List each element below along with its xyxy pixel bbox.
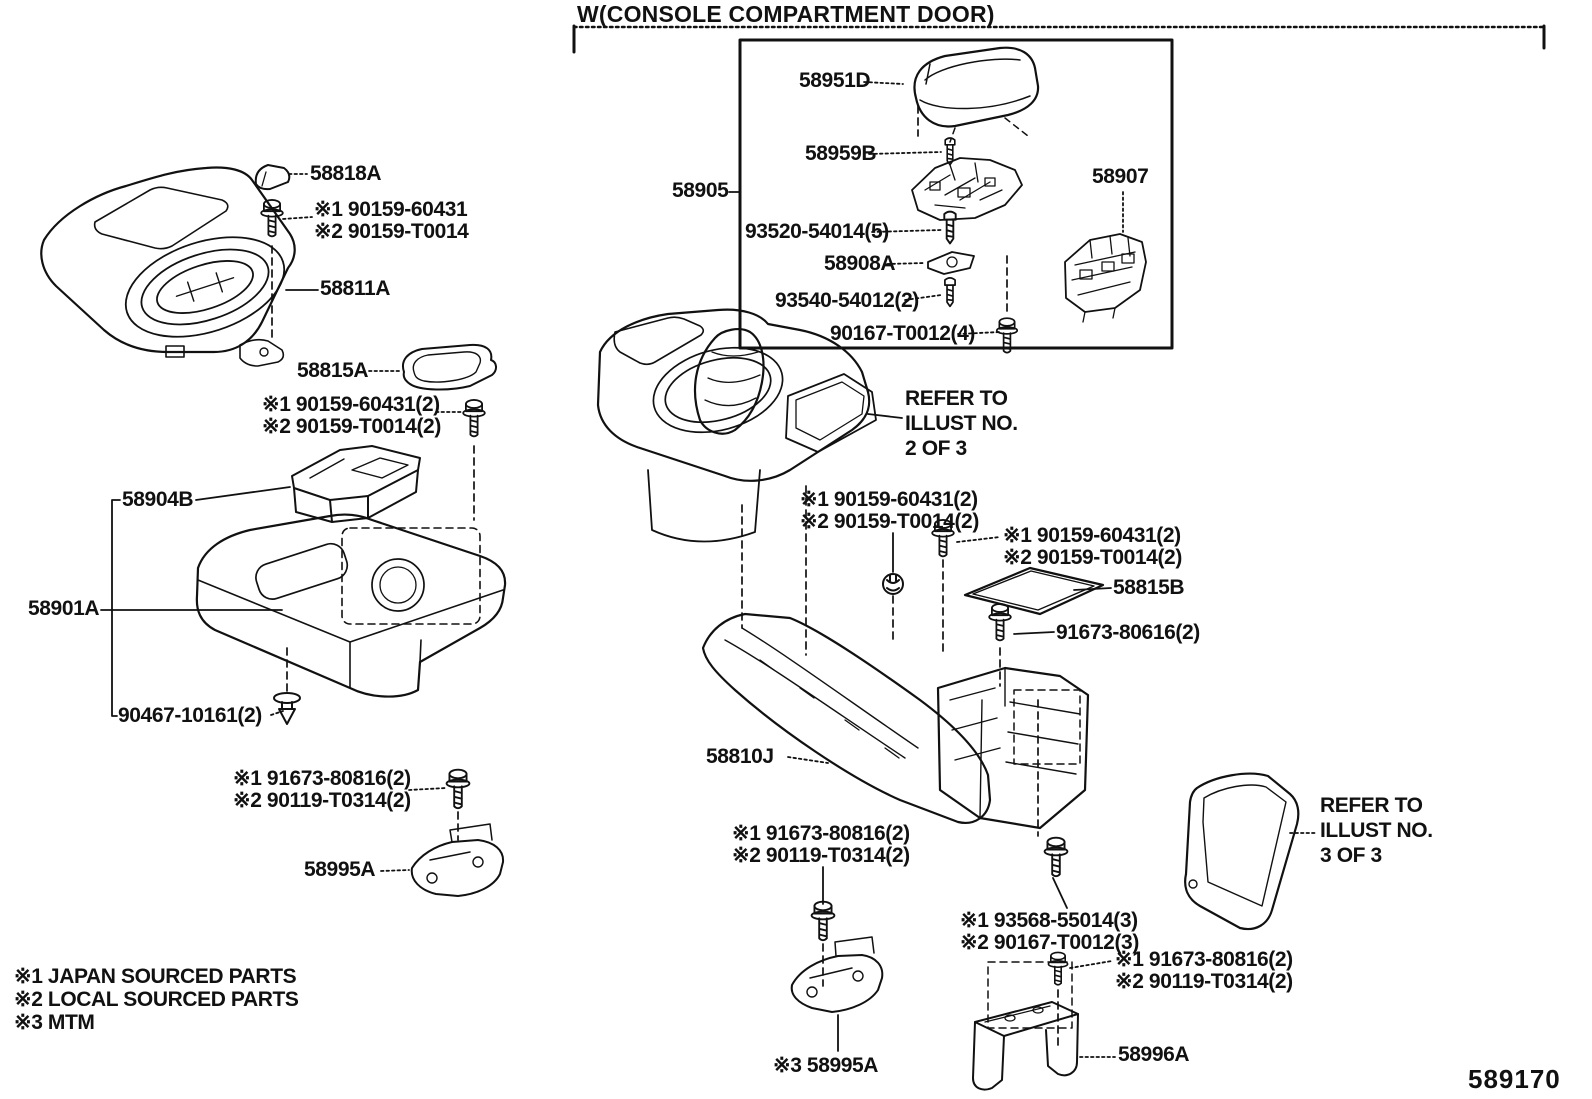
leader-lines-solid	[100, 191, 1112, 1052]
part-label-91673-80816-center: ※1 91673-80816(2)	[732, 822, 910, 845]
part-label-90167-t0012-3: ※2 90167-T0012(3)	[960, 931, 1139, 954]
part-drawing-58995a-center	[790, 936, 884, 1013]
part-label-90159-t0014-2-left: ※2 90159-T0014(2)	[262, 415, 441, 438]
part-label-58818a: 58818A	[310, 162, 382, 185]
screw-icon	[944, 277, 956, 308]
part-drawing-58815a	[402, 343, 497, 391]
bolt-icon	[445, 768, 471, 810]
ref-illust-2of3-line1: REFER TO	[905, 387, 1008, 410]
part-label-90167-t0012-4: 90167-T0012(4)	[830, 322, 975, 345]
part-label-58959b: 58959B	[805, 142, 877, 165]
bolt-icon	[1047, 951, 1069, 986]
part-label-90159-60431-top: ※1 90159-60431	[314, 198, 468, 221]
part-drawing-58904b	[291, 445, 421, 523]
note-local-sourced-parts: ※2 LOCAL SOURCED PARTS	[14, 988, 299, 1011]
title-bracket	[572, 24, 1546, 350]
part-drawing-hinge-mechanism	[911, 157, 1023, 221]
part-label-58908a: 58908A	[824, 252, 896, 275]
part-drawing-58810j	[701, 612, 1090, 830]
bolt-icon	[810, 900, 836, 942]
part-label-58907: 58907	[1092, 165, 1149, 188]
part-label-58811a: 58811A	[320, 277, 391, 300]
part-drawing-panel-3of3	[1184, 772, 1300, 931]
part-drawing-58901a	[195, 513, 507, 698]
note-japan-sourced-parts: ※1 JAPAN SOURCED PARTS	[14, 965, 297, 988]
part-label-58996a: 58996A	[1118, 1043, 1190, 1066]
part-label-58815a: 58815A	[297, 359, 369, 382]
diagram-title: W(CONSOLE COMPARTMENT DOOR)	[577, 1, 995, 27]
screw-icon	[943, 210, 957, 245]
leader-lines	[270, 81, 1318, 1058]
ref-illust-2of3-line3: 2 OF 3	[905, 437, 967, 460]
part-drawing-58907	[1064, 233, 1147, 323]
part-label-90119-t0314-center: ※2 90119-T0314(2)	[732, 844, 910, 867]
part-label-91673-80616: 91673-80616(2)	[1056, 621, 1200, 644]
ref-illust-2of3-line2: ILLUST NO.	[905, 412, 1018, 435]
part-label-90159-t0014-top: ※2 90159-T0014	[314, 220, 469, 243]
part-label-93520-54014: 93520-54014(5)	[745, 220, 889, 243]
figure-number: 589170	[1468, 1064, 1561, 1094]
part-drawing-58995a-left	[410, 823, 505, 897]
bolt-icon	[988, 603, 1012, 642]
part-drawing-console-2of3	[596, 308, 877, 543]
part-label-93540-54012: 93540-54012(2)	[775, 289, 919, 312]
ref-illust-3of3-line2: ILLUST NO.	[1320, 819, 1433, 842]
grommet-icon	[882, 573, 904, 595]
part-label-58904b: 58904B	[122, 488, 194, 511]
assembly-dashed-lines	[271, 105, 1059, 1047]
bolt-icon	[1043, 836, 1069, 878]
part-drawing-58996a	[972, 961, 1079, 1091]
part-drawing-58818a	[254, 164, 291, 191]
part-label-90159-60431-2-center: ※1 90159-60431(2)	[800, 488, 978, 511]
clip-icon	[273, 692, 301, 725]
part-label-91673-80816-left: ※1 91673-80816(2)	[233, 767, 411, 790]
part-label-90159-t0014-2-right: ※2 90159-T0014(2)	[1003, 546, 1182, 569]
part-drawing-58815b	[963, 566, 1105, 616]
ref-illust-3of3-line3: 3 OF 3	[1320, 844, 1382, 867]
part-label-58995a-left: 58995A	[304, 858, 376, 881]
part-label-90159-t0014-2-center: ※2 90159-T0014(2)	[800, 510, 979, 533]
bolt-icon	[462, 399, 486, 438]
part-drawing-58811a	[40, 166, 296, 367]
part-label-58951d: 58951D	[799, 69, 871, 92]
part-label-58905: 58905	[672, 179, 729, 202]
part-label-58810j: 58810J	[706, 745, 774, 768]
part-label-90119-t0314-left: ※2 90119-T0314(2)	[233, 789, 411, 812]
part-label-58995a-center: ※3 58995A	[773, 1054, 879, 1077]
part-label-91673-80816-right: ※1 91673-80816(2)	[1115, 948, 1293, 971]
part-label-58901a: 58901A	[28, 597, 100, 620]
part-label-90467-10161: 90467-10161(2)	[118, 704, 262, 727]
part-label-90119-t0314-right: ※2 90119-T0314(2)	[1115, 970, 1293, 993]
part-drawing-58951d	[913, 46, 1040, 143]
note-mtm: ※3 MTM	[14, 1011, 95, 1034]
part-label-90159-60431-2-right: ※1 90159-60431(2)	[1003, 524, 1181, 547]
ref-illust-3of3-line1: REFER TO	[1320, 794, 1423, 817]
part-label-58815b: 58815B	[1113, 576, 1185, 599]
part-drawing-58908a	[927, 251, 975, 275]
part-label-93568-55014: ※1 93568-55014(3)	[960, 909, 1138, 932]
part-label-90159-60431-2-left: ※1 90159-60431(2)	[262, 393, 440, 416]
